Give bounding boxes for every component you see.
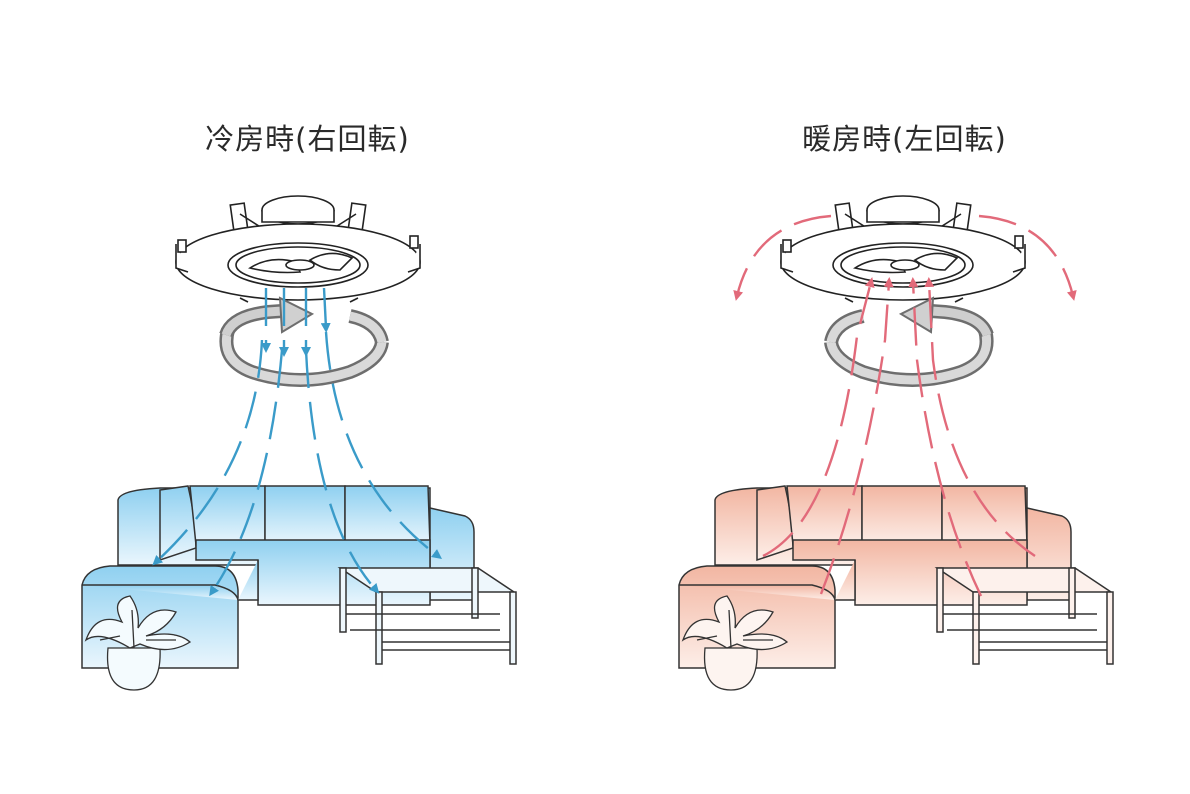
airflow-arrow-icon — [209, 349, 284, 597]
ceiling-fan-icon — [175, 195, 421, 303]
airflow-arrow-icon — [978, 214, 1077, 301]
rotation-arrow-icon — [219, 296, 389, 387]
airflow-arrows — [733, 214, 1077, 597]
heating-scene — [678, 195, 1114, 691]
cooling-panel: 冷房時(右回転) — [81, 122, 517, 691]
potted-plant-icon — [84, 595, 192, 691]
ceiling-fan-icon — [780, 195, 1026, 303]
sofa-icon — [678, 485, 1072, 669]
heating-panel: 暖房時(左回転) — [595, 0, 1190, 794]
airflow-arrow-icon — [304, 349, 380, 594]
airflow-arrow-icon — [733, 214, 832, 301]
cooling-scene — [81, 195, 517, 691]
coffee-table-icon — [337, 567, 517, 665]
airflow-arrow-icon — [320, 287, 331, 333]
potted-plant-icon — [681, 595, 789, 691]
airflow-arrows — [152, 287, 443, 597]
cooling-title: 冷房時(右回転) — [205, 122, 410, 156]
coffee-table-icon — [934, 567, 1114, 665]
airflow-arrow-icon — [908, 277, 983, 597]
rotation-arrow-icon — [824, 296, 994, 387]
airflow-arrow-icon — [324, 331, 443, 559]
airflow-arrow-icon — [762, 277, 875, 558]
airflow-arrow-icon — [924, 277, 1036, 557]
airflow-arrow-icon — [152, 339, 264, 566]
heating-title: 暖房時(左回転) — [802, 122, 1007, 156]
airflow-arrow-icon — [819, 277, 894, 595]
sofa-icon — [81, 485, 475, 669]
